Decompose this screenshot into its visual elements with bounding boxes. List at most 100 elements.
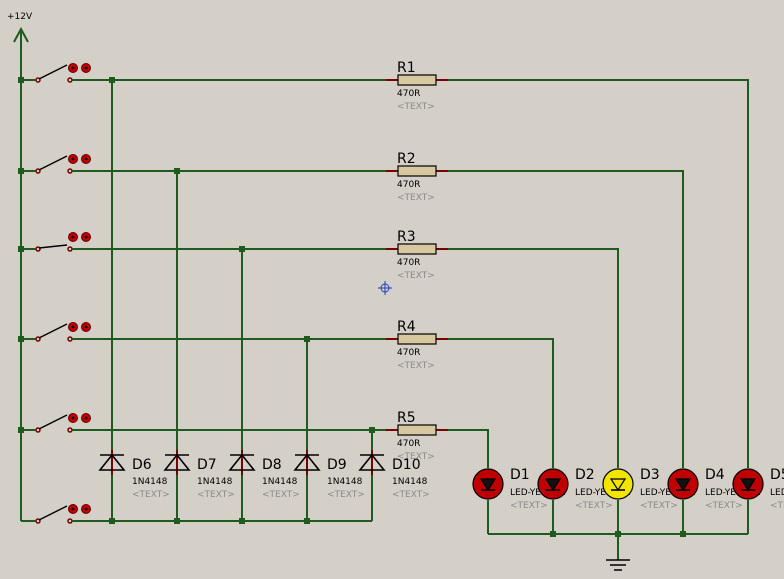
switch-2[interactable] [21, 154, 91, 174]
led-ref: D5 [770, 467, 784, 483]
diode-icon [293, 453, 321, 471]
led-value: LED-YELLOW [510, 488, 567, 498]
resistor-ref: R3 [397, 229, 416, 245]
diode-text: <TEXT> [392, 490, 430, 500]
crosshair-cursor-icon [378, 281, 392, 295]
wire-r3-d3 [448, 248, 619, 468]
switch-button-dot [84, 507, 88, 511]
switch-lever [38, 244, 68, 249]
led-value: LED-YELLOW [575, 488, 632, 498]
resistor-text: <TEXT> [397, 102, 435, 112]
diode-ref: D7 [197, 457, 217, 473]
switch-contact [67, 427, 73, 433]
resistor-ref: R5 [397, 410, 416, 426]
diode-value: 1N4148 [392, 477, 428, 487]
diode-ref: D8 [262, 457, 282, 473]
switch-button-dot [71, 507, 75, 511]
led-value: LED-YELLOW [770, 488, 784, 498]
diode-text: <TEXT> [132, 490, 170, 500]
led-text: <TEXT> [575, 501, 613, 511]
junction [109, 518, 115, 524]
resistor-text: <TEXT> [397, 361, 435, 371]
switch-button-dot [84, 235, 88, 239]
diode-value: 1N4148 [132, 477, 168, 487]
switch-contact [67, 246, 73, 252]
resistor-text: <TEXT> [397, 452, 435, 462]
switch-lever [38, 64, 68, 80]
switch-lever [38, 323, 68, 339]
led-ref: D1 [510, 467, 530, 483]
resistor-value: 470R [397, 180, 420, 190]
switch-lever [38, 155, 68, 171]
diode-d9[interactable]: D9 1N4148 <TEXT> [293, 450, 365, 500]
diode-icon [228, 453, 256, 471]
resistor-group: R1470R<TEXT>R2470R<TEXT>R3470R<TEXT>R447… [386, 60, 448, 462]
junction [18, 246, 24, 252]
led-value: LED-YELLOW [640, 488, 697, 498]
led-d5[interactable]: D5LED-YELLOW <TEXT> [732, 467, 784, 511]
switch-lever [38, 505, 68, 521]
led-icon [674, 478, 692, 492]
led-text: <TEXT> [770, 501, 784, 511]
diode-text: <TEXT> [327, 490, 365, 500]
switch-button-dot [71, 157, 75, 161]
led-group: D1LED-YELLOW<TEXT>D2LED-YELLOW<TEXT>D3LE… [472, 467, 784, 511]
diode-text: <TEXT> [262, 490, 300, 500]
switch-button-dot [84, 325, 88, 329]
led-text: <TEXT> [510, 501, 548, 511]
junction [18, 427, 24, 433]
diode-icon [358, 453, 386, 471]
diode-value: 1N4148 [262, 477, 298, 487]
switch-4[interactable] [21, 322, 91, 342]
junction [615, 531, 621, 537]
switch-contact [67, 518, 73, 524]
junction [239, 246, 245, 252]
switch-button-dot [84, 416, 88, 420]
led-icon [544, 478, 562, 492]
diode-value: 1N4148 [327, 477, 363, 487]
junction [239, 518, 245, 524]
switch-3[interactable] [21, 232, 91, 252]
led-icon [739, 478, 757, 492]
row-wires [72, 79, 749, 560]
switch-lever [38, 414, 68, 430]
led-text: <TEXT> [705, 501, 743, 511]
diode-text: <TEXT> [197, 490, 235, 500]
diode-ref: D9 [327, 457, 347, 473]
diode-value: 1N4148 [197, 477, 233, 487]
switch-contact [67, 336, 73, 342]
power-terminal[interactable]: +12V [7, 12, 33, 521]
resistor-r5[interactable]: R5 470R <TEXT> [386, 410, 448, 462]
switch-1[interactable] [21, 63, 91, 83]
wire-r5-d1 [448, 429, 489, 468]
junction [18, 336, 24, 342]
resistor-body [397, 424, 437, 436]
diode-d8[interactable]: D8 1N4148 <TEXT> [228, 450, 300, 500]
resistor-text: <TEXT> [397, 193, 435, 203]
junction [109, 77, 115, 83]
switch-button-dot [71, 325, 75, 329]
ground-icon[interactable] [606, 559, 630, 571]
led-ref: D3 [640, 467, 660, 483]
diode-d7[interactable]: D7 1N4148 <TEXT> [163, 450, 235, 500]
diode-icon [98, 453, 126, 471]
switch-6[interactable] [21, 504, 91, 524]
switch-group [21, 63, 91, 524]
junction [174, 168, 180, 174]
junction [174, 518, 180, 524]
junction [304, 518, 310, 524]
resistor-value: 470R [397, 439, 420, 449]
led-value: LED-YELLOW [705, 488, 762, 498]
resistor-value: 470R [397, 258, 420, 268]
